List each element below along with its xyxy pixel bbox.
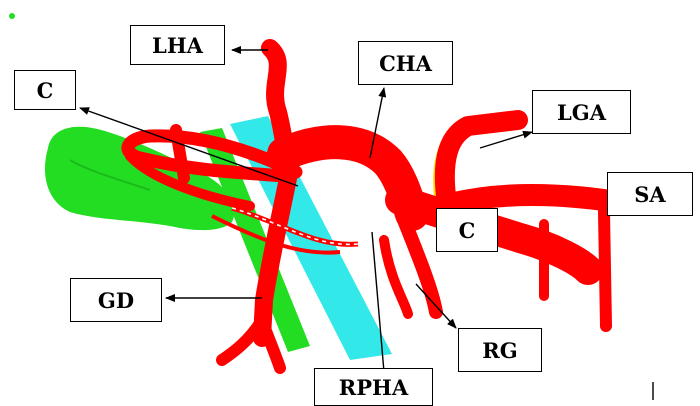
- label-rg: RG: [458, 328, 542, 372]
- label-lha: LHA: [130, 25, 225, 65]
- label-lga: LGA: [532, 90, 631, 134]
- pointer-lga: [480, 132, 532, 148]
- label-gd: GD: [70, 278, 162, 322]
- label-sa: SA: [607, 172, 693, 216]
- label-c-mid: C: [436, 208, 498, 252]
- label-cha: CHA: [358, 41, 453, 85]
- label-rpha: RPHA: [314, 368, 433, 406]
- stray-dot: [9, 13, 15, 19]
- label-c-top: C: [14, 70, 76, 110]
